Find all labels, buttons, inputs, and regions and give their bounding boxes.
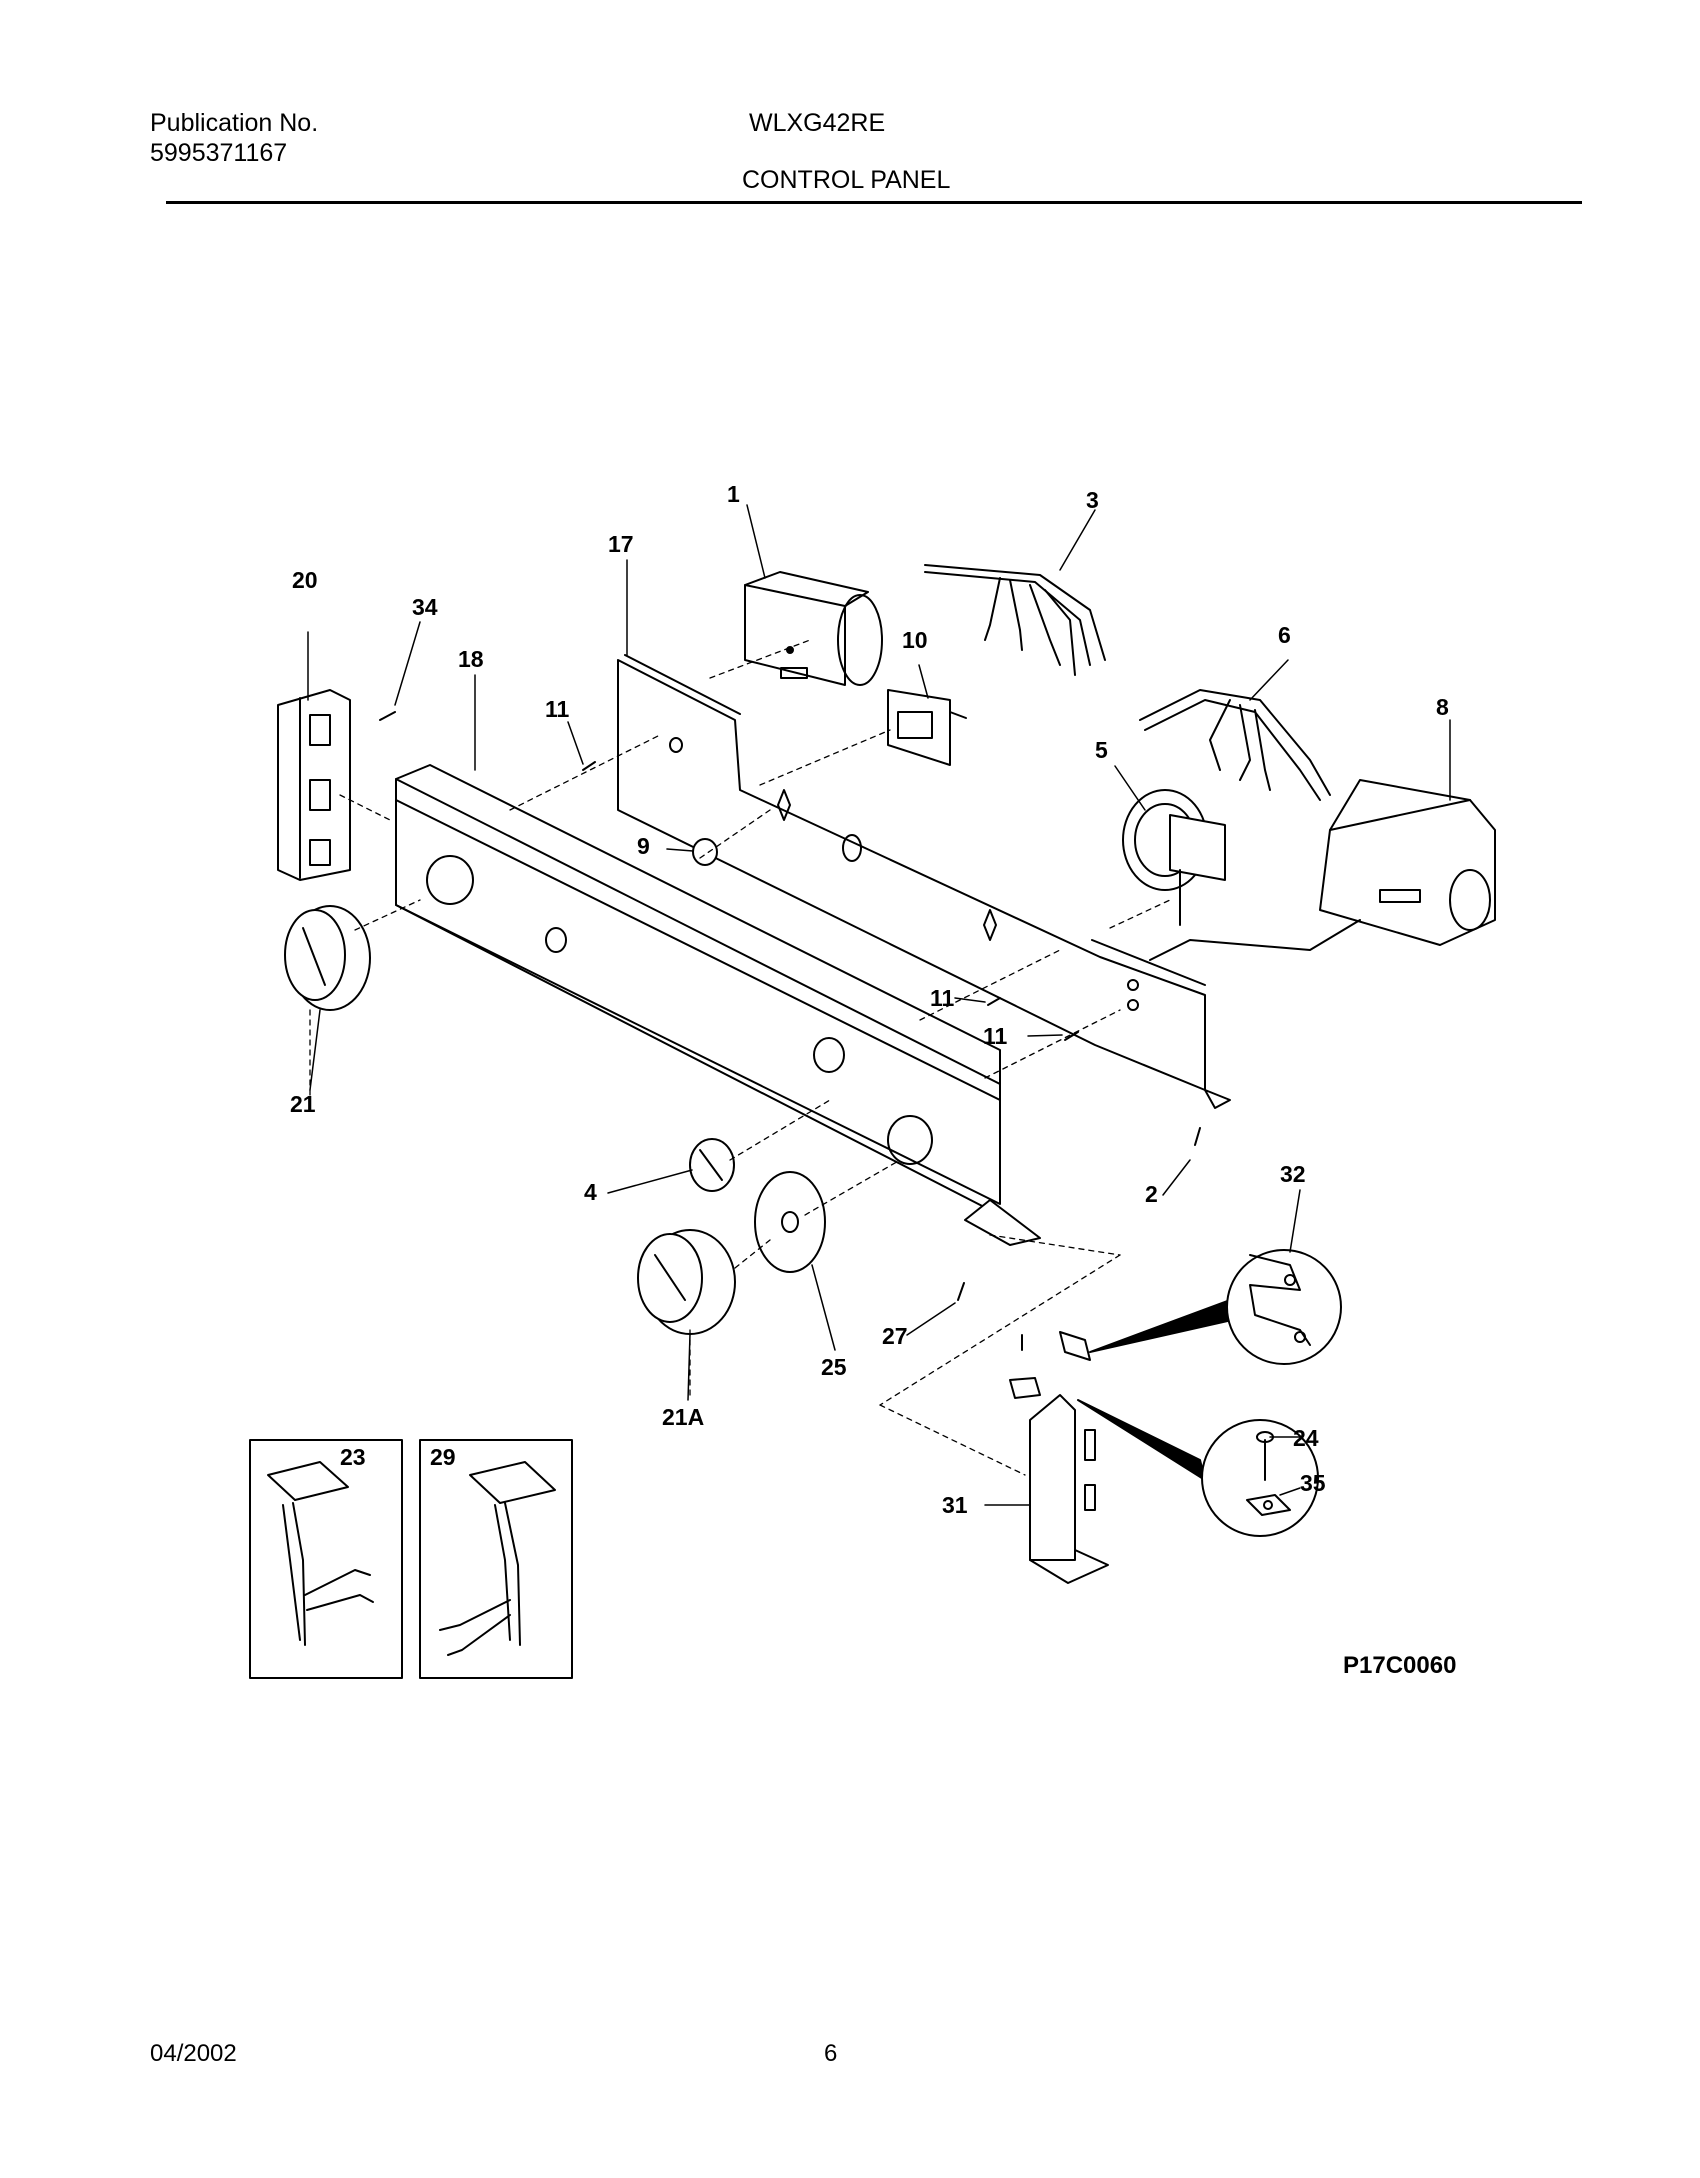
callout-11-top: 11 xyxy=(545,696,570,722)
knob-21-part xyxy=(284,905,371,1011)
callout-27: 27 xyxy=(882,1323,908,1349)
detail-circle-32 xyxy=(1089,1249,1342,1365)
callout-5: 5 xyxy=(1095,737,1108,763)
callout-2: 2 xyxy=(1145,1181,1158,1207)
pressure-switch-part xyxy=(1122,789,1226,926)
callout-1: 1 xyxy=(727,481,740,507)
callout-21: 21 xyxy=(290,1091,316,1117)
callout-29: 29 xyxy=(430,1444,456,1470)
callout-21a: 21A xyxy=(662,1404,704,1430)
bracket-31-part xyxy=(1009,1331,1109,1584)
timer-part xyxy=(744,571,883,686)
detail-circle-24-35 xyxy=(1077,1399,1319,1537)
callout-17: 17 xyxy=(608,531,634,557)
callout-3: 3 xyxy=(1086,487,1099,513)
screws xyxy=(379,711,1201,1351)
figure-code: P17C0060 xyxy=(1343,1652,1457,1679)
publication-label: Publication No. xyxy=(150,109,319,137)
model-number: WLXG42RE xyxy=(749,109,886,137)
callout-34: 34 xyxy=(412,594,438,620)
control-panel-console xyxy=(395,764,1041,1246)
callout-24: 24 xyxy=(1293,1425,1319,1451)
button-9-part xyxy=(692,838,718,866)
callout-10: 10 xyxy=(902,627,928,653)
callout-8: 8 xyxy=(1436,694,1449,720)
inset-harness-23 xyxy=(249,1439,403,1679)
dial-25-part xyxy=(754,1171,826,1273)
callout-20: 20 xyxy=(292,567,318,593)
callout-4: 4 xyxy=(584,1179,597,1205)
publication-number: 5995371167 xyxy=(150,139,288,167)
inset-harness-29 xyxy=(419,1439,573,1679)
switch-part xyxy=(887,689,967,766)
back-panel xyxy=(617,654,1231,1109)
callout-32: 32 xyxy=(1280,1161,1306,1187)
knob-21a-part xyxy=(637,1229,736,1335)
callout-35: 35 xyxy=(1300,1470,1326,1496)
callout-18: 18 xyxy=(458,646,484,672)
page-number: 6 xyxy=(824,2040,838,2067)
section-title: CONTROL PANEL xyxy=(742,166,951,194)
callout-6: 6 xyxy=(1278,622,1291,648)
footer-date: 04/2002 xyxy=(150,2040,237,2067)
knob-4-part xyxy=(689,1138,735,1192)
callout-25: 25 xyxy=(821,1354,847,1380)
header-rule xyxy=(166,201,1582,204)
callout-31: 31 xyxy=(942,1492,968,1518)
callout-11-mid: 11 xyxy=(930,985,955,1011)
callout-9: 9 xyxy=(637,833,650,859)
valve-module-part xyxy=(1149,779,1496,961)
wire-harness-3 xyxy=(924,564,1106,676)
callout-23: 23 xyxy=(340,1444,366,1470)
bracket-part xyxy=(277,689,351,881)
callout-11-right: 11 xyxy=(983,1023,1008,1049)
wire-harness-6 xyxy=(1139,689,1331,801)
